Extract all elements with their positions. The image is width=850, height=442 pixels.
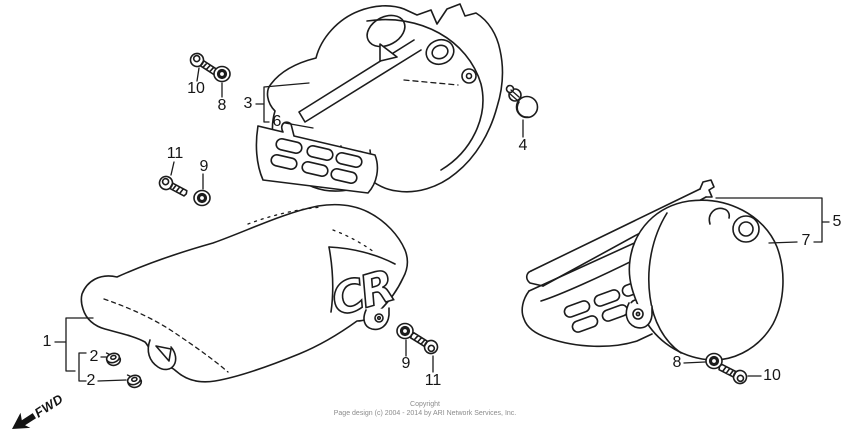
- seat-front-bracket: [147, 339, 177, 371]
- callout-11-left[interactable]: 11: [166, 145, 184, 162]
- vent-slot: [593, 289, 621, 307]
- seat-rear-tab: [363, 307, 390, 331]
- nut-2-lower[interactable]: [126, 372, 143, 389]
- bolt-10-top[interactable]: [188, 51, 220, 78]
- part-right-side-cover[interactable]: [521, 179, 784, 361]
- washer-8-bottom-right[interactable]: [705, 352, 723, 370]
- vent-slot: [275, 138, 303, 154]
- bolt-11-left[interactable]: [157, 174, 189, 199]
- callout-2-upper-nut[interactable]: 2: [89, 348, 99, 365]
- callout-6-vent-strip[interactable]: 6: [272, 113, 282, 130]
- callout-5-right-cover[interactable]: 5: [832, 213, 842, 230]
- bolt-11-bottom[interactable]: [408, 329, 440, 356]
- cover-grommet-hole: [431, 44, 449, 60]
- vent-slot: [571, 315, 599, 333]
- callout-4-grommet[interactable]: 4: [518, 137, 528, 154]
- part-seat[interactable]: CR: [80, 203, 409, 383]
- callout-1-seat[interactable]: 1: [42, 333, 52, 350]
- callout-10-bottom-right[interactable]: 10: [763, 367, 781, 384]
- copyright-line-2: Page design (c) 2004 - 2014 by ARI Netwo…: [333, 409, 517, 417]
- fwd-arrow-icon: [12, 412, 36, 429]
- copyright-notice: Copyright Page design (c) 2004 - 2014 by…: [0, 401, 850, 419]
- vent-slot: [601, 304, 629, 322]
- vent-slot: [330, 168, 358, 184]
- vent-slot: [335, 152, 363, 168]
- vent-slot: [301, 161, 329, 177]
- callout-9-left[interactable]: 9: [199, 158, 209, 175]
- cover-top-opening: [366, 14, 406, 48]
- callout-9-bottom[interactable]: 9: [401, 355, 411, 372]
- cover-screw-boss: [465, 72, 473, 80]
- part-left-side-cover[interactable]: [255, 3, 504, 194]
- oval-cover-part-7[interactable]: [625, 199, 784, 361]
- washer-8-top[interactable]: [213, 65, 231, 83]
- bolt-10-bottom-right[interactable]: [717, 361, 749, 386]
- nut-2-upper[interactable]: [105, 350, 122, 367]
- vent-slot: [306, 145, 334, 161]
- callout-10-top-left[interactable]: 10: [187, 80, 205, 97]
- vent-slot: [270, 154, 298, 170]
- callout-11-bottom[interactable]: 11: [424, 372, 442, 389]
- callout-8-bottom-right[interactable]: 8: [672, 354, 682, 371]
- vent-slot: [563, 300, 591, 318]
- copyright-line-1: Copyright: [410, 401, 440, 408]
- washer-9-left[interactable]: [193, 189, 211, 207]
- callout-8-top-left[interactable]: 8: [217, 97, 227, 114]
- callout-7-oval-cover[interactable]: 7: [801, 232, 811, 249]
- callout-2-lower-nut[interactable]: 2: [86, 372, 96, 389]
- vent-strip-part-6[interactable]: [255, 121, 379, 194]
- grommet-4[interactable]: [505, 84, 539, 119]
- washer-9-bottom[interactable]: [396, 322, 414, 340]
- callout-3-left-cover[interactable]: 3: [243, 95, 253, 112]
- callout-leader-lines: [54, 67, 830, 382]
- oval-cover-grommet-hole: [738, 221, 754, 237]
